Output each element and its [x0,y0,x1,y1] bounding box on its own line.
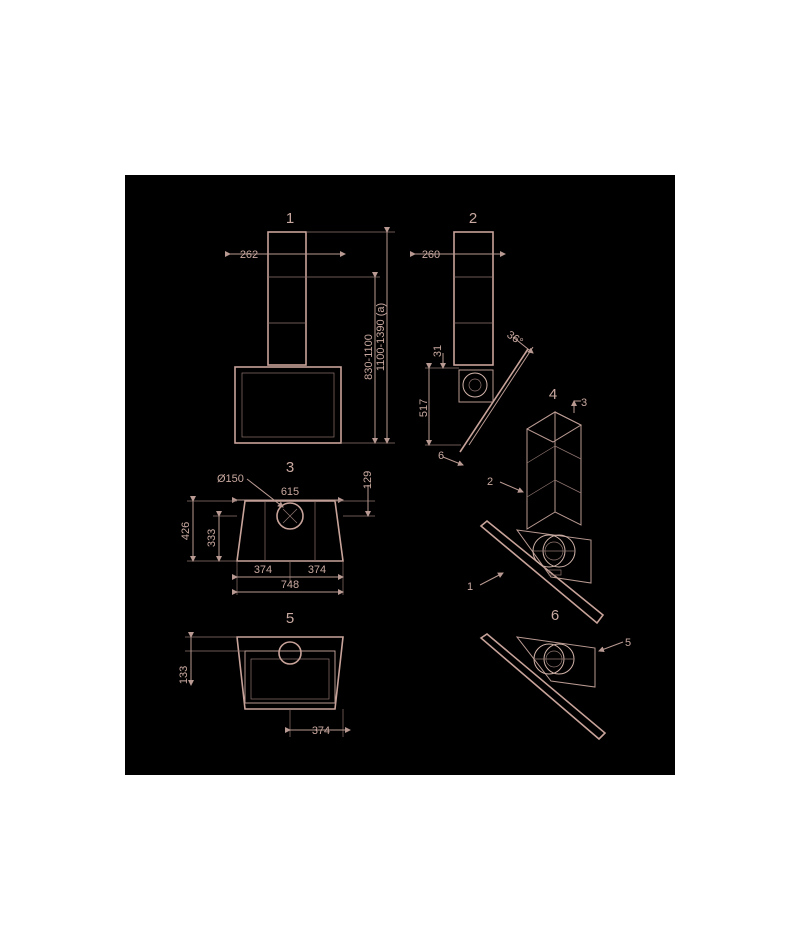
chimney-iso-front [526,411,556,530]
glass-iso [479,519,605,625]
view-1-label: 1 [286,210,294,227]
dim-374-right: 374 [308,564,326,576]
drawing-panel: 1 262 830-1100 1100-1390 (a) 2 260 517 3… [125,175,675,775]
callout-5: 5 [625,637,631,649]
blower-side [462,372,488,398]
duct-underside [278,641,302,665]
view-5-label: 5 [286,610,294,627]
callout-1: 1 [467,581,473,593]
dim-830-1100: 830-1100 [363,334,375,380]
dim-374-bottom: 374 [312,725,330,737]
callout-3: 3 [581,397,587,409]
dim-262: 262 [240,249,258,261]
view-6-isometric: 6 5 [479,607,631,741]
view-3-top: 3 615 Ø150 129 426 333 374 374 748 [180,459,375,595]
dim-517: 517 [418,399,430,417]
view-1-front: 1 262 830-1100 1100-1390 (a) [225,210,395,444]
view-4-label: 4 [549,386,557,403]
dim-260: 260 [422,249,440,261]
glass-iso-6 [479,633,607,741]
dim-374-left: 374 [254,564,272,576]
hood-underside-outline [236,636,344,710]
hood-glass [234,366,342,444]
view-3-label: 3 [286,459,294,476]
chimney-side [453,231,494,366]
dim-129: 129 [362,471,374,489]
dim-1100-1390: 1100-1390 (a) [375,303,387,371]
hood-top-outline [236,500,344,562]
view-6-label: 6 [551,607,559,624]
dim-31: 31 [432,345,444,357]
duct-opening [276,502,304,530]
dim-133: 133 [178,666,190,684]
dim-333: 333 [206,529,218,547]
dim-426: 426 [180,522,192,540]
dim-6: 6 [438,450,444,462]
dim-748: 748 [281,579,299,591]
view-2-side: 2 260 517 31 36° 6 [410,210,534,466]
chimney [267,231,307,366]
technical-drawing: 1 262 830-1100 1100-1390 (a) 2 260 517 3… [178,210,631,741]
view-4-exploded: 4 3 2 1 [467,386,605,625]
dim-diameter-150: Ø150 [217,473,244,485]
dim-36-angle: 36° [504,329,525,348]
view-5-underside: 5 133 374 [178,610,351,737]
callout-2: 2 [487,476,493,488]
glass-panel-side [459,348,529,453]
view-2-label: 2 [469,210,477,227]
dim-615: 615 [281,486,299,498]
